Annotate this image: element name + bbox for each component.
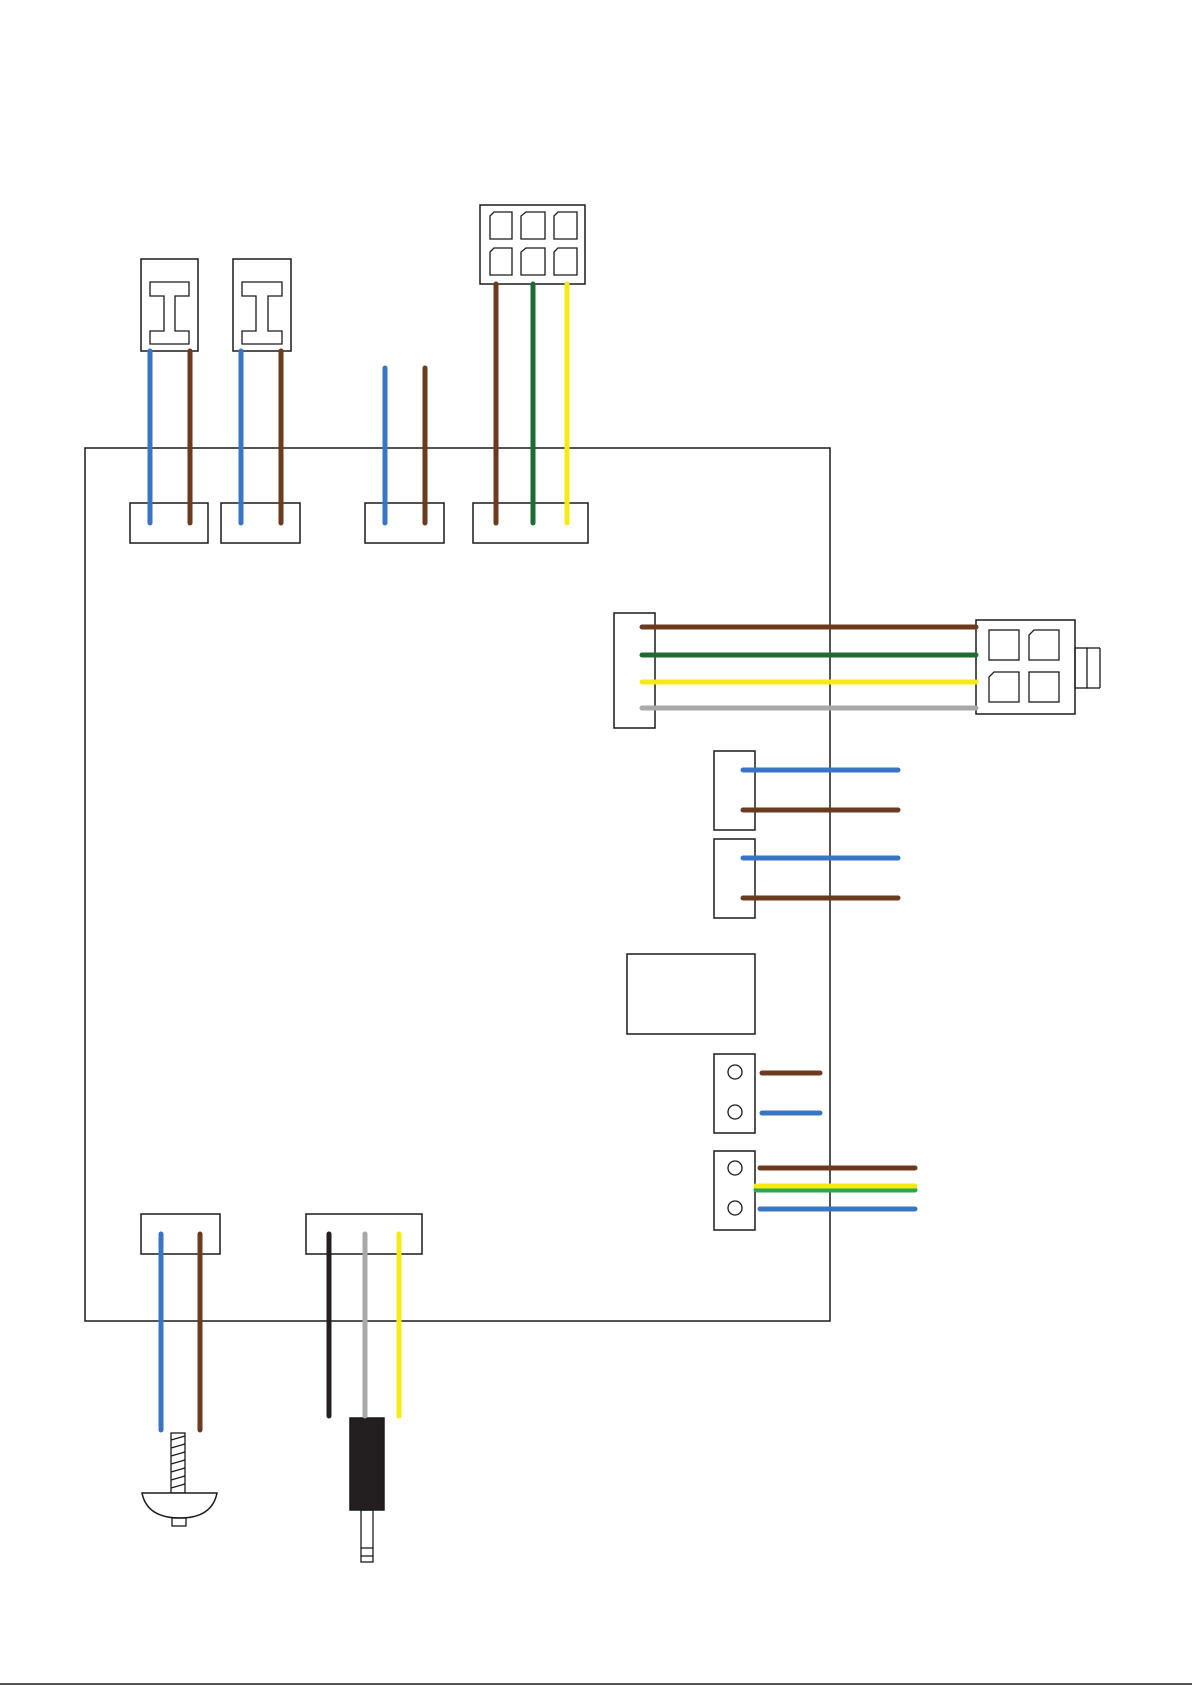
audio-jack-icon xyxy=(350,1418,384,1562)
spade-terminal-1 xyxy=(141,259,198,351)
right-pair-connector-1 xyxy=(714,751,755,830)
six-pin-molex-icon xyxy=(480,205,585,284)
right-pair-connector-2 xyxy=(714,839,755,918)
board-connector-1 xyxy=(130,503,208,543)
board-connector-2 xyxy=(221,503,300,543)
spade-terminal-2 xyxy=(233,259,291,351)
four-pin-molex-icon xyxy=(976,620,1100,714)
board-connector-bottom-1 xyxy=(141,1214,220,1254)
thumb-screw-icon xyxy=(142,1433,217,1526)
relay-block xyxy=(627,954,755,1034)
board-connector-4pin xyxy=(614,613,655,728)
two-way-screw-terminal-1 xyxy=(714,1054,755,1133)
board-connector-3 xyxy=(365,503,444,543)
two-way-screw-terminal-2 xyxy=(714,1151,755,1230)
